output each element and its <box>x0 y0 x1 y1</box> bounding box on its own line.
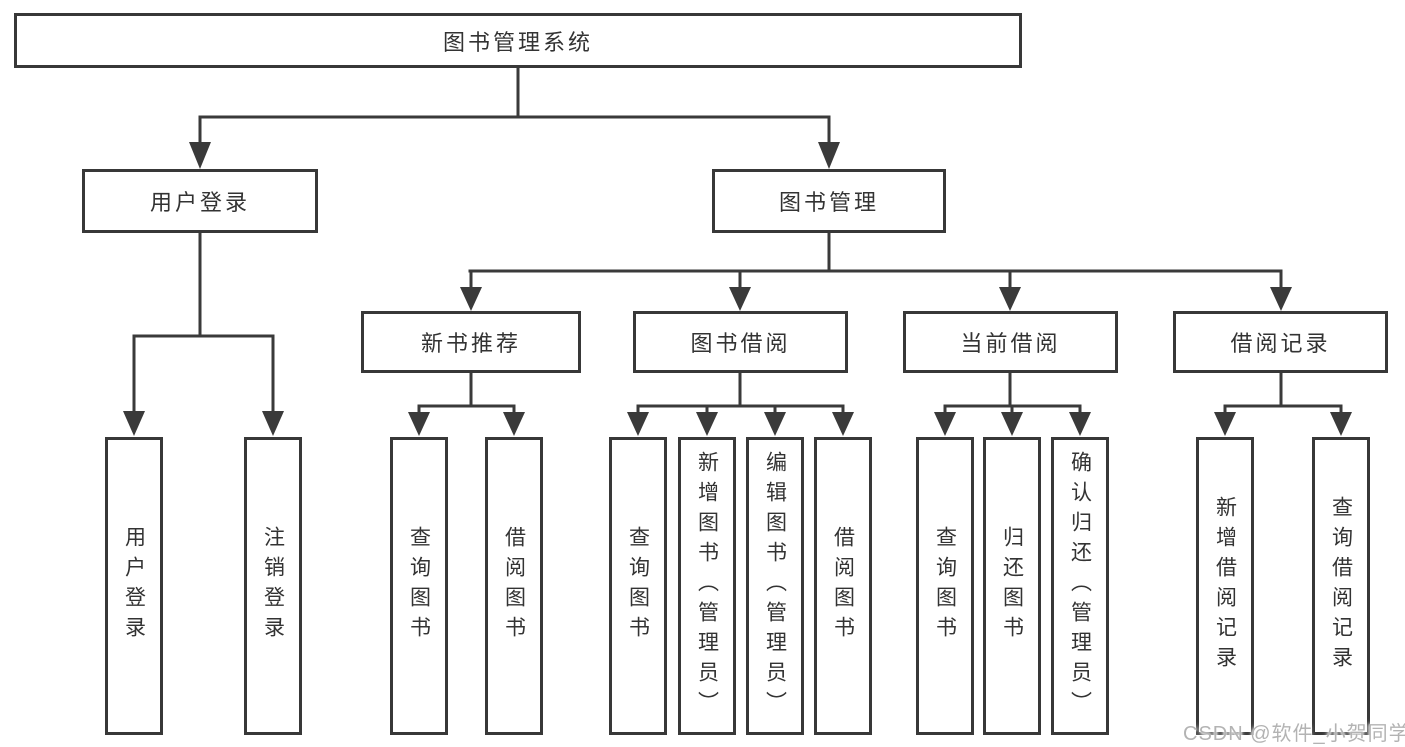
node-book-management: 图书管理 <box>712 169 946 233</box>
leaf-current-return-books: 归还图书 <box>983 437 1041 735</box>
leaf-label: 查询图书 <box>933 526 957 646</box>
leaf-recommend-borrow-books: 借阅图书 <box>485 437 543 735</box>
node-user-login: 用户登录 <box>82 169 318 233</box>
connector-root <box>189 68 840 169</box>
leaf-label: 注销登录 <box>261 526 285 646</box>
leaf-label: 查询图书 <box>407 526 431 646</box>
connector-borrow-records <box>1214 373 1352 436</box>
leaf-label: 新增借阅记录 <box>1213 496 1237 676</box>
leaf-borrow-add-books-admin: 新增图书（管理员） <box>678 437 736 735</box>
leaf-current-confirm-return-admin: 确认归还（管理员） <box>1051 437 1109 735</box>
leaf-logout: 注销登录 <box>244 437 302 735</box>
leaf-label: 用户登录 <box>122 526 146 646</box>
node-book-borrow: 图书借阅 <box>633 311 848 373</box>
node-new-book-recommend: 新书推荐 <box>361 311 581 373</box>
leaf-label: 借阅图书 <box>502 526 526 646</box>
leaf-user-login: 用户登录 <box>105 437 163 735</box>
leaf-label: 确认归还（管理员） <box>1068 451 1092 721</box>
leaf-borrow-borrow-books: 借阅图书 <box>814 437 872 735</box>
leaf-borrow-query-books: 查询图书 <box>609 437 667 735</box>
leaf-label: 归还图书 <box>1000 526 1024 646</box>
leaf-current-query-books: 查询图书 <box>916 437 974 735</box>
node-borrow-records: 借阅记录 <box>1173 311 1388 373</box>
node-current-borrow: 当前借阅 <box>903 311 1118 373</box>
connector-book-borrow <box>627 373 854 436</box>
leaf-records-query-record: 查询借阅记录 <box>1312 437 1370 735</box>
connector-user-login <box>123 233 284 436</box>
connector-book-management <box>460 233 1292 311</box>
leaf-recommend-query-books: 查询图书 <box>390 437 448 735</box>
connector-new-book-recommend <box>408 373 525 436</box>
leaf-label: 新增图书（管理员） <box>695 451 719 721</box>
csdn-watermark: CSDN @软件_小贺同学 <box>1183 723 1405 745</box>
leaf-label: 查询图书 <box>626 526 650 646</box>
leaf-label: 编辑图书（管理员） <box>763 451 787 721</box>
leaf-label: 借阅图书 <box>831 526 855 646</box>
leaf-records-add-record: 新增借阅记录 <box>1196 437 1254 735</box>
node-root: 图书管理系统 <box>14 13 1022 68</box>
leaf-label: 查询借阅记录 <box>1329 496 1353 676</box>
connector-current-borrow <box>934 373 1091 436</box>
leaf-borrow-edit-books-admin: 编辑图书（管理员） <box>746 437 804 735</box>
